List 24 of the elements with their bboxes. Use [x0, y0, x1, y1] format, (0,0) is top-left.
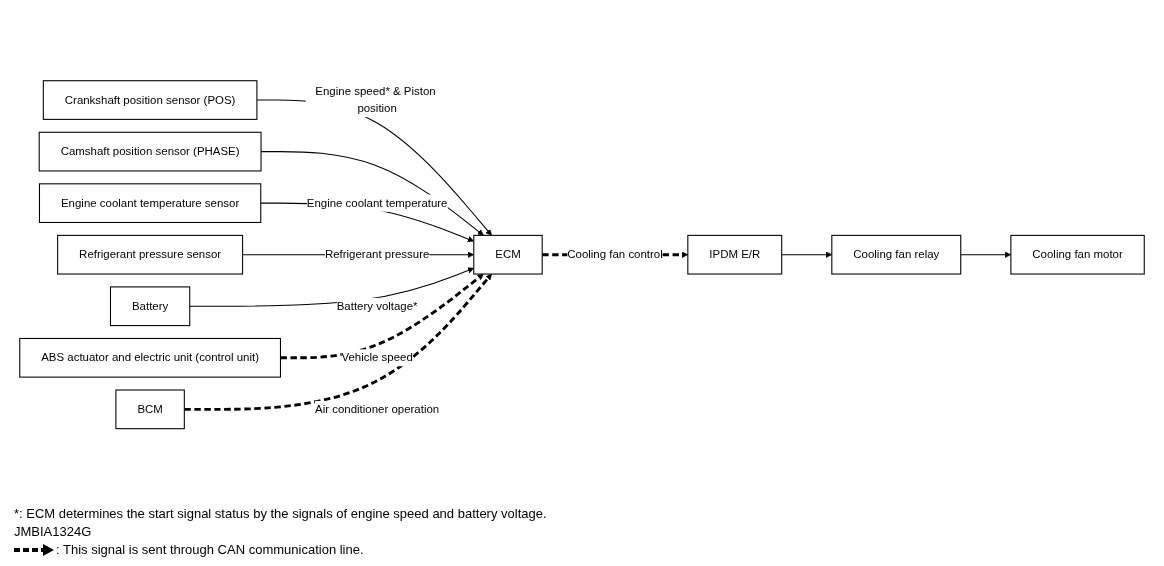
- node-box: Cooling fan motor: [1010, 234, 1145, 275]
- arrow: [184, 273, 492, 411]
- node-box: ECM: [473, 234, 543, 275]
- node-box: BCM: [115, 389, 185, 429]
- node-box: ABS actuator and electric unit (control unit): [19, 337, 281, 378]
- edge-label: Battery voltage*: [336, 299, 418, 312]
- node-box: Battery: [109, 286, 191, 326]
- node-box: Camshaft position sensor (PHASE): [38, 131, 262, 172]
- node-box: Refrigerant pressure sensor: [57, 234, 244, 275]
- edge-label: Air conditioner operation: [315, 402, 440, 415]
- edge-label: Engine coolant temperature: [306, 196, 448, 209]
- note-text: *: ECM determines the start signal status by the signals of engine speed and battery voltage.: [14, 506, 548, 521]
- arrow: [280, 273, 484, 360]
- legend-text: : This signal is sent through CAN communication line.: [56, 542, 364, 557]
- node-box: IPDM E/R: [687, 234, 783, 275]
- edge-label: Cooling fan control: [567, 248, 663, 261]
- node-box: Crankshaft position sensor (POS): [42, 80, 258, 120]
- edge-label: Vehicle speed: [341, 351, 413, 364]
- node-box: Cooling fan relay: [831, 234, 962, 275]
- edge-label: Engine speed* & Piston position: [315, 84, 436, 115]
- arrow: [256, 99, 492, 236]
- note-text: JMBIA1324G: [14, 524, 93, 539]
- edge-label: Refrigerant pressure: [324, 248, 430, 261]
- node-box: Engine coolant temperature sensor: [38, 183, 262, 223]
